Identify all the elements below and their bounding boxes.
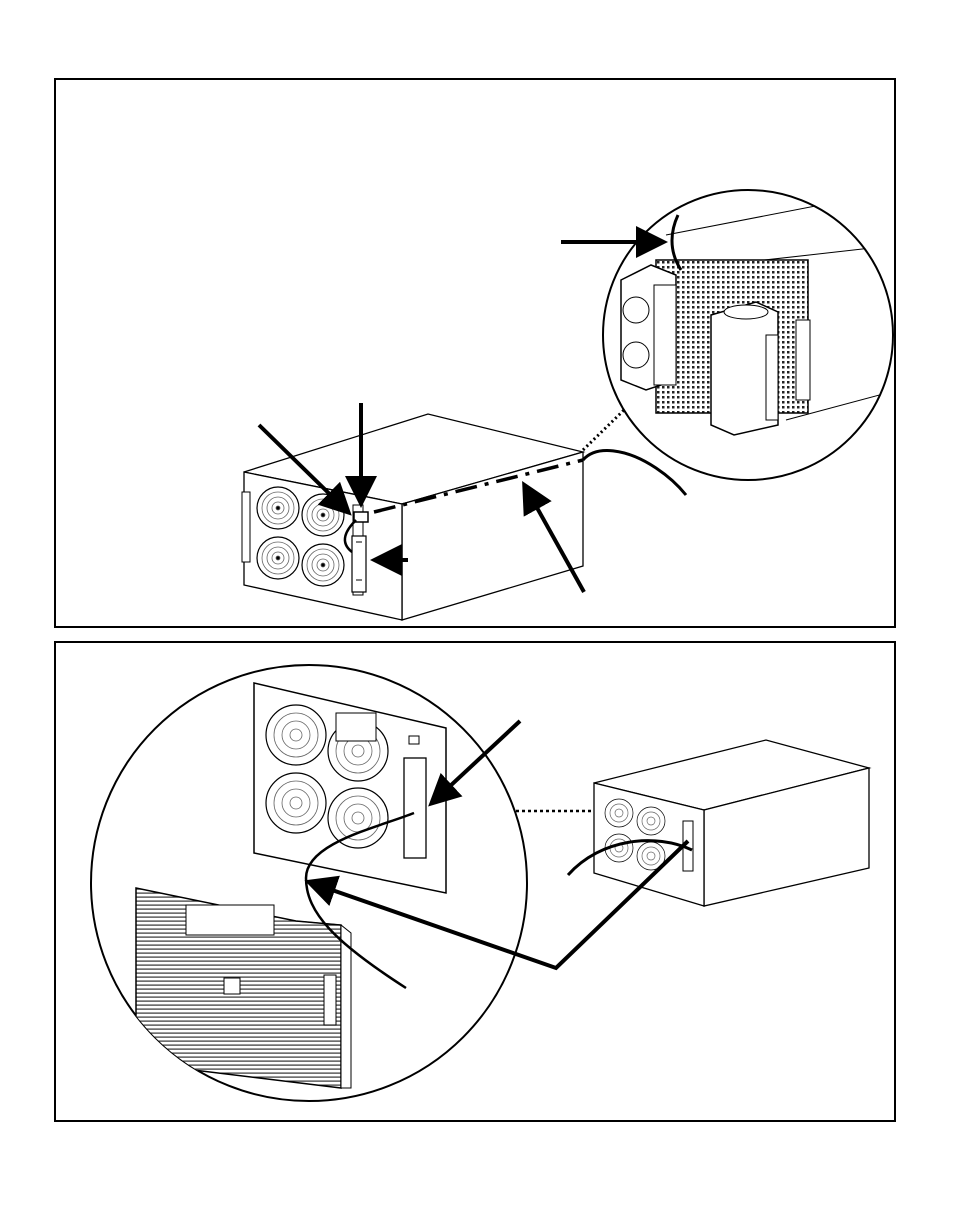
cover-label-area: [186, 905, 274, 935]
detail-card-indicator: [409, 736, 419, 744]
top-panel-illustration: [56, 80, 898, 630]
rear-fan-module: [621, 265, 676, 390]
top-panel: [54, 78, 896, 628]
detail-view-rear: [603, 190, 898, 480]
bottom-panel-illustration: [56, 643, 898, 1124]
ups-cabinet-small: [594, 740, 869, 906]
ups-cabinet: [244, 414, 583, 620]
rear-power-module: [711, 302, 778, 435]
detail-card-slot: [404, 758, 426, 858]
rear-terminal-block: [796, 320, 810, 400]
detail-view-front: [91, 665, 527, 1101]
display-panel: [336, 713, 376, 741]
cover-handle: [324, 975, 336, 1025]
cover-logo: [224, 978, 240, 994]
detail-connector: [583, 410, 624, 450]
front-handle: [242, 492, 250, 562]
bottom-panel: [54, 641, 896, 1122]
